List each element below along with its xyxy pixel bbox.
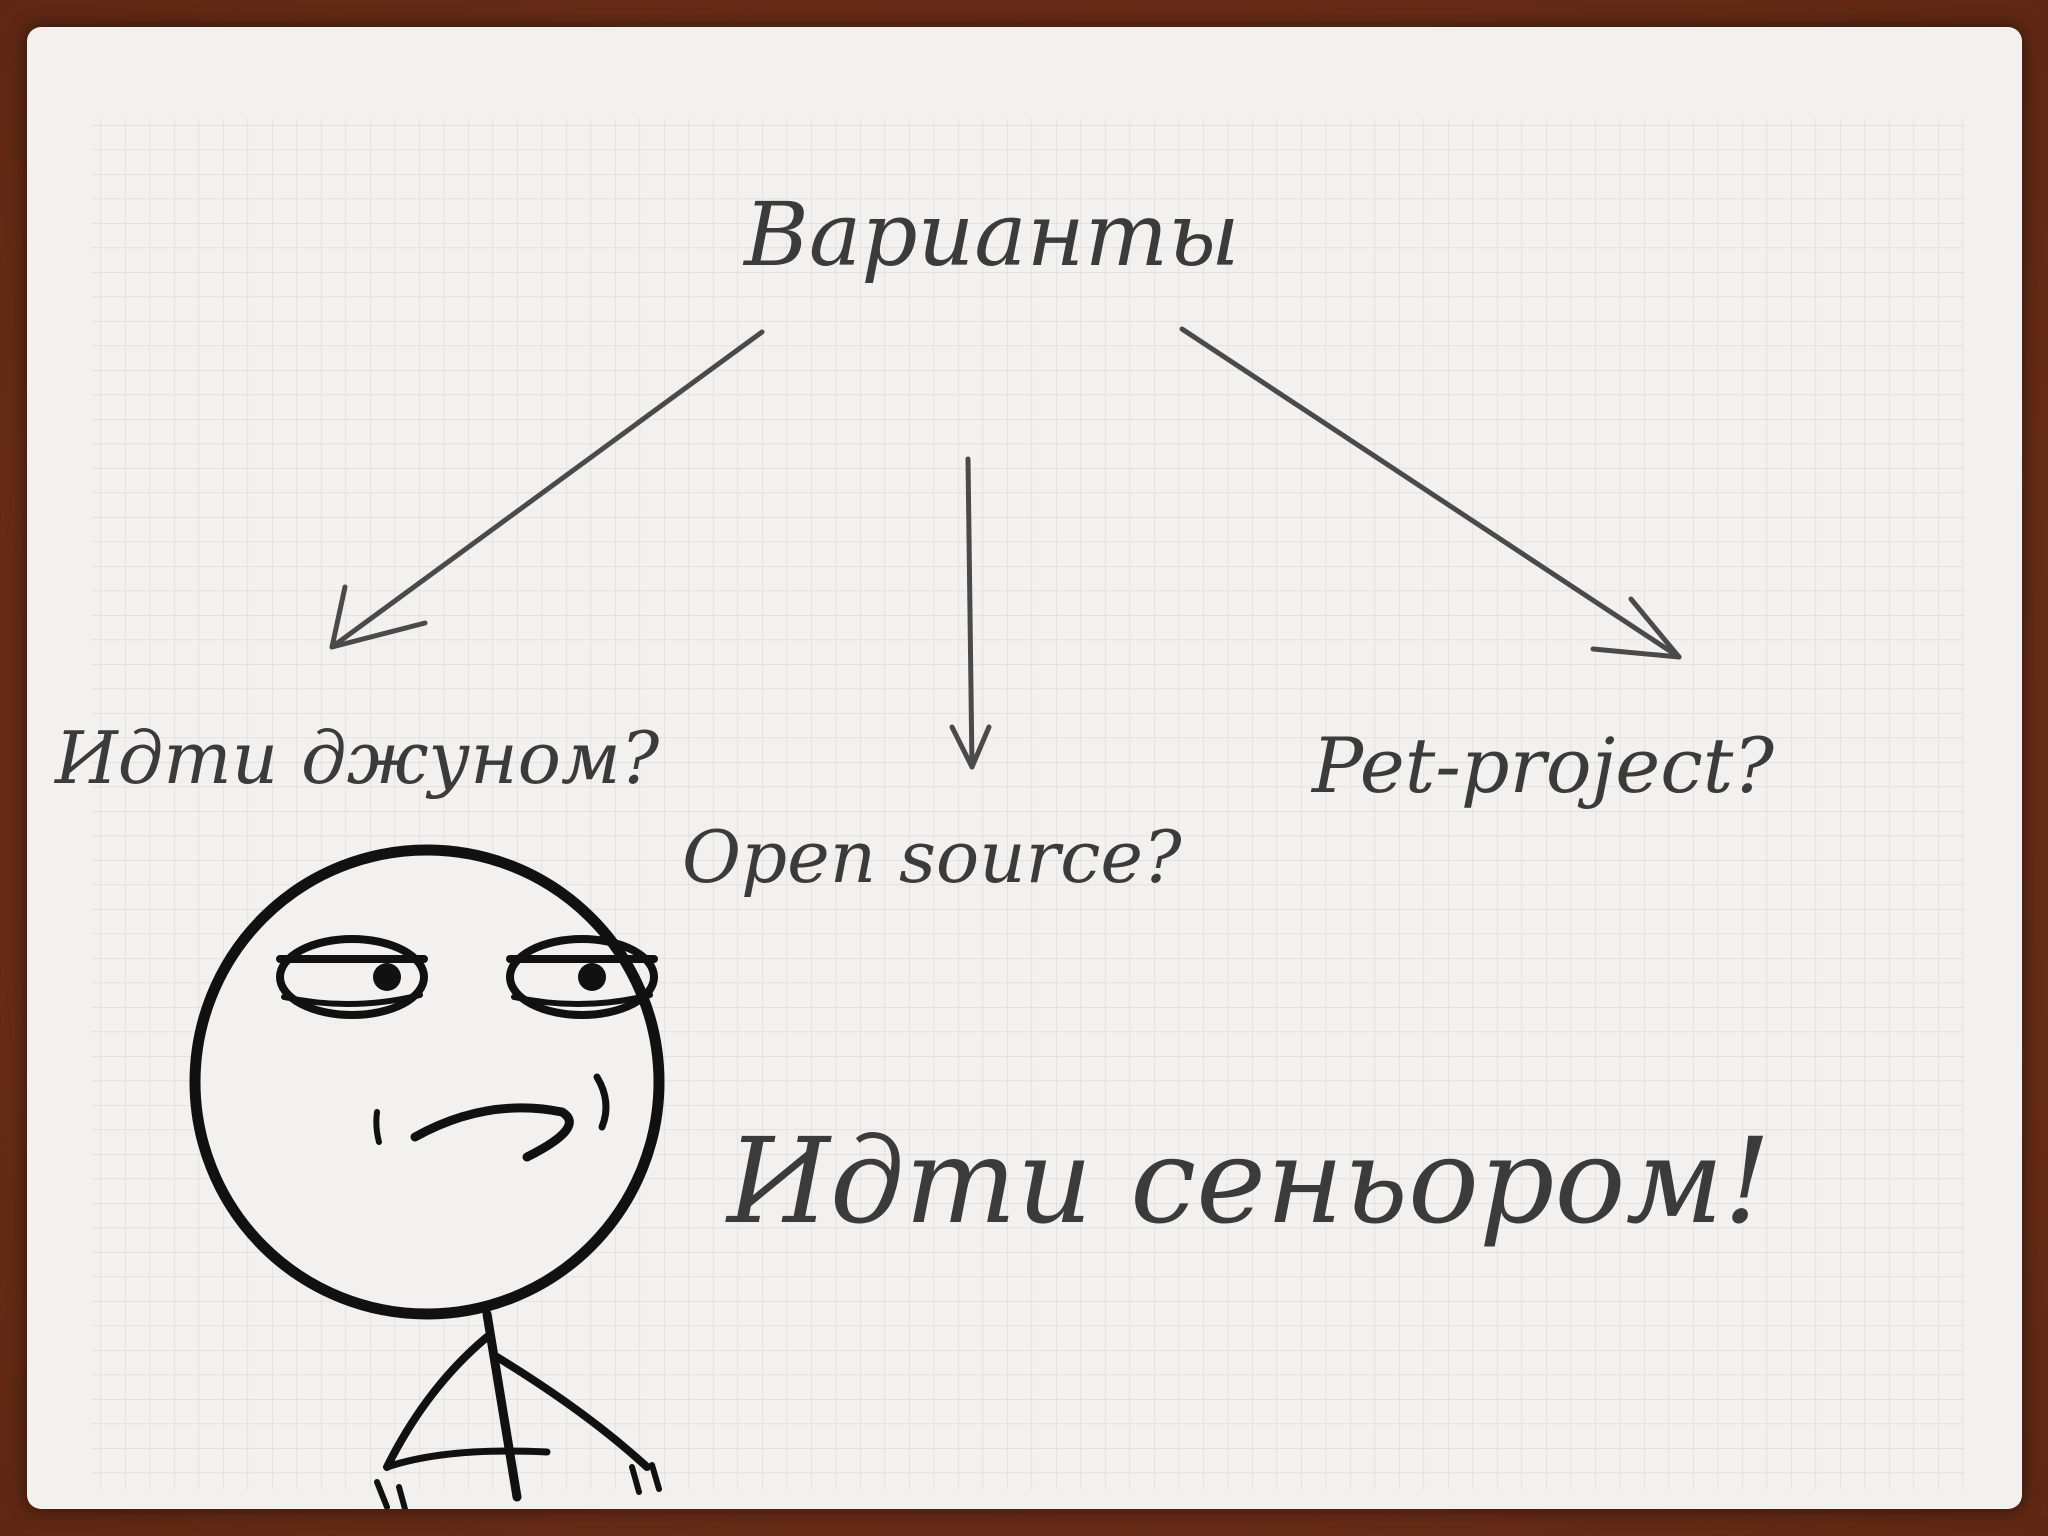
option-junior: Идти джуном? [53, 716, 660, 800]
grid-paper-sheet: Варианты Идти джуном? Open source? Pet-p… [27, 27, 2022, 1509]
arrow-right [1179, 326, 1682, 660]
option-pet-project: Pet-project? [1310, 721, 1775, 810]
option-open-source: Open source? [682, 815, 1182, 899]
conclusion-text: Идти сеньором! [725, 1112, 1771, 1250]
root-title: Варианты [742, 183, 1240, 286]
challenge-accepted-face-icon [189, 844, 665, 1509]
diagram-canvas: Варианты Идти джуном? Open source? Pet-p… [53, 119, 1964, 1509]
arrow-middle [949, 456, 992, 770]
arrow-left [329, 329, 765, 650]
